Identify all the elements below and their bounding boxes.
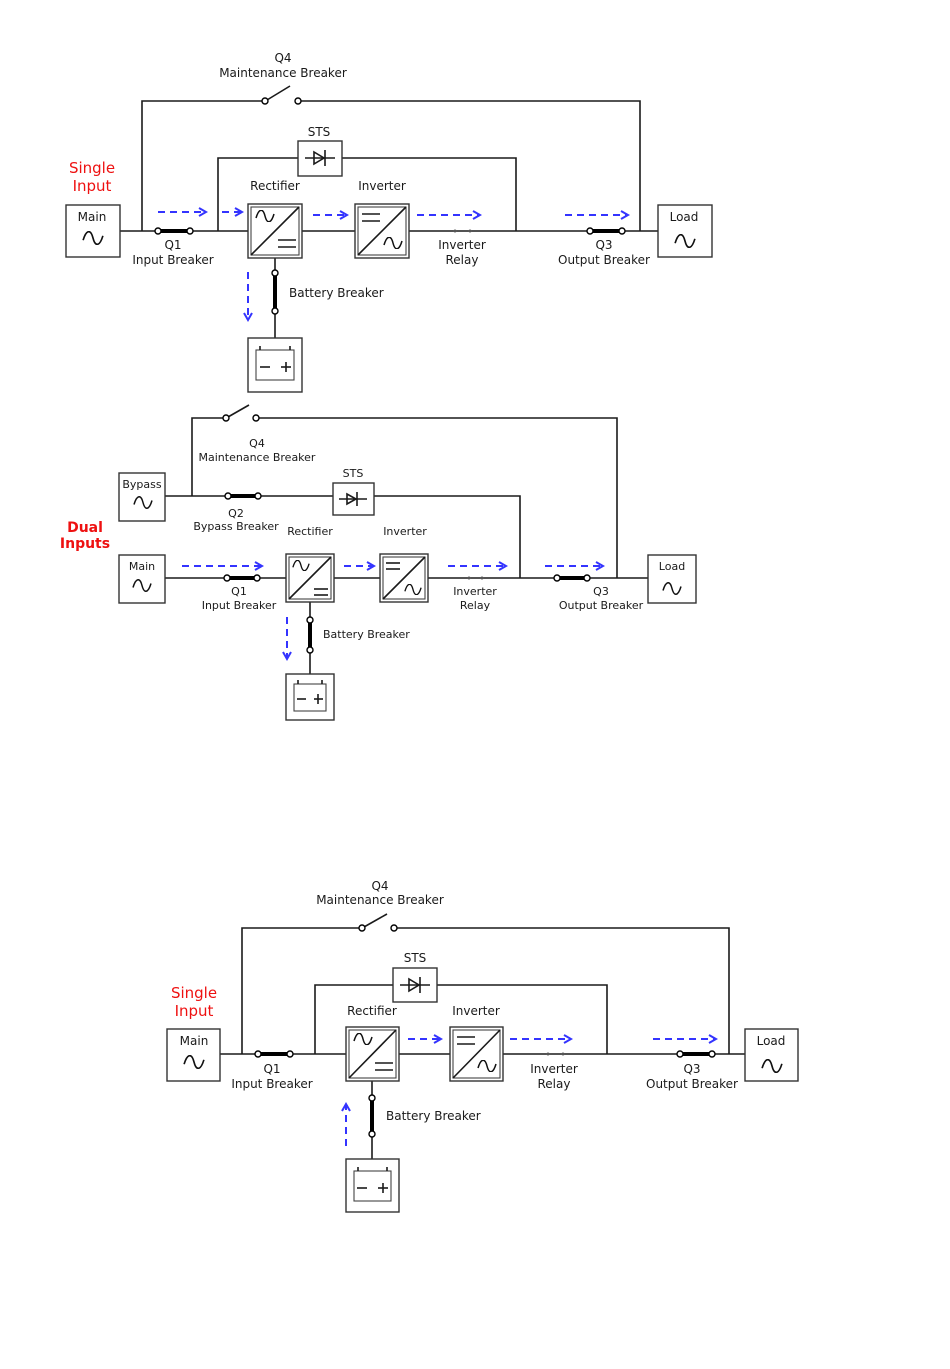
- q1-label: Q1: [231, 585, 247, 598]
- maintenance-label: Maintenance Breaker: [219, 66, 347, 80]
- inverter-relay-label: Inverter: [438, 238, 486, 252]
- battery-box: [345, 1158, 400, 1213]
- inverter-relay-label: Relay: [460, 599, 491, 612]
- q1-label: Q1: [263, 1062, 280, 1076]
- maintenance-label: Maintenance Breaker: [316, 893, 444, 907]
- mode-label: Dual: [67, 520, 103, 536]
- rectifier-label: Rectifier: [287, 525, 333, 538]
- sts-box: [297, 140, 343, 177]
- inverter-relay-contact: [546, 1052, 565, 1056]
- inverter-box: [354, 203, 410, 259]
- q3-output-breaker[interactable]: [553, 574, 591, 582]
- mode-label: Inputs: [60, 536, 110, 552]
- q1-input-breaker[interactable]: [154, 227, 194, 235]
- load-box: [744, 1028, 799, 1082]
- q4-maintenance-switch[interactable]: [222, 404, 260, 422]
- q1-label: Q1: [164, 238, 181, 252]
- q3-label: Q3: [593, 585, 609, 598]
- q2-bypass-breaker[interactable]: [224, 492, 262, 500]
- inverter-relay-label: Inverter: [453, 585, 497, 598]
- input-breaker-label: Input Breaker: [231, 1077, 312, 1091]
- sts-box: [332, 482, 375, 516]
- mode-label: Single: [69, 159, 115, 177]
- q3-label: Q3: [683, 1062, 700, 1076]
- q2-label: Q2: [228, 507, 244, 520]
- rectifier-label: Rectifier: [347, 1004, 397, 1018]
- load-box: [657, 204, 713, 258]
- bypass-label: Bypass: [122, 478, 162, 491]
- q1-input-breaker[interactable]: [254, 1050, 294, 1058]
- q4-label: Q4: [249, 437, 265, 450]
- sts-box: [392, 967, 438, 1003]
- inverter-relay-label: Relay: [446, 253, 479, 267]
- output-breaker-label: Output Breaker: [646, 1077, 738, 1091]
- output-breaker-label: Output Breaker: [558, 253, 650, 267]
- main-source-box: [118, 554, 166, 604]
- sts-label: STS: [308, 125, 331, 139]
- mode-label: Input: [73, 177, 112, 195]
- q4-maintenance-switch[interactable]: [358, 913, 398, 932]
- q3-output-breaker[interactable]: [586, 227, 626, 235]
- battery-box: [247, 337, 303, 393]
- q4-label: Q4: [371, 879, 388, 893]
- inverter-relay-label: Relay: [538, 1077, 571, 1091]
- output-breaker-label: Output Breaker: [559, 599, 644, 612]
- input-breaker-label: Input Breaker: [132, 253, 213, 267]
- inverter-box: [449, 1026, 504, 1082]
- main-label: Main: [129, 560, 155, 573]
- inverter-relay-label: Inverter: [530, 1062, 578, 1076]
- diagram-1-single-input: Single Input Q4 Maintenance Breaker STS …: [65, 51, 713, 393]
- inverter-relay-contact: [453, 229, 472, 233]
- inverter-box: [379, 553, 429, 603]
- sts-label: STS: [343, 467, 364, 480]
- battery-breaker-label: Battery Breaker: [289, 286, 384, 300]
- maintenance-label: Maintenance Breaker: [199, 451, 316, 464]
- load-label: Load: [757, 1034, 786, 1048]
- q4-label: Q4: [274, 51, 291, 65]
- load-label: Load: [670, 210, 699, 224]
- inverter-label: Inverter: [358, 179, 406, 193]
- mode-label: Single: [171, 984, 217, 1002]
- main-label: Main: [78, 210, 107, 224]
- battery-breaker[interactable]: [271, 269, 279, 315]
- bypass-breaker-label: Bypass Breaker: [193, 520, 279, 533]
- battery-breaker[interactable]: [306, 616, 314, 654]
- q4-maintenance-switch[interactable]: [261, 85, 302, 105]
- inverter-label: Inverter: [452, 1004, 500, 1018]
- bypass-source-box: [118, 472, 166, 522]
- rectifier-label: Rectifier: [250, 179, 300, 193]
- sts-label: STS: [404, 951, 427, 965]
- load-label: Load: [659, 560, 685, 573]
- q1-input-breaker[interactable]: [223, 574, 261, 582]
- rectifier-box: [247, 203, 303, 259]
- battery-box: [285, 673, 335, 721]
- inverter-label: Inverter: [383, 525, 427, 538]
- diagram-3-single-input: Single Input Q4 Maintenance Breaker STS …: [166, 879, 799, 1213]
- battery-breaker[interactable]: [368, 1094, 376, 1138]
- load-box: [647, 554, 697, 604]
- input-breaker-label: Input Breaker: [202, 599, 277, 612]
- main-source-box: [65, 204, 121, 258]
- main-label: Main: [180, 1034, 209, 1048]
- battery-breaker-label: Battery Breaker: [323, 628, 410, 641]
- mode-label: Input: [175, 1002, 214, 1020]
- q3-label: Q3: [595, 238, 612, 252]
- main-source-box: [166, 1028, 221, 1082]
- inverter-relay-contact: [467, 576, 484, 580]
- battery-breaker-label: Battery Breaker: [386, 1109, 481, 1123]
- diagram-2-dual-inputs: Dual Inputs Q4 Maintenance Breaker Bypas…: [60, 404, 697, 721]
- rectifier-box: [345, 1026, 400, 1082]
- q3-output-breaker[interactable]: [676, 1050, 716, 1058]
- rectifier-box: [285, 553, 335, 603]
